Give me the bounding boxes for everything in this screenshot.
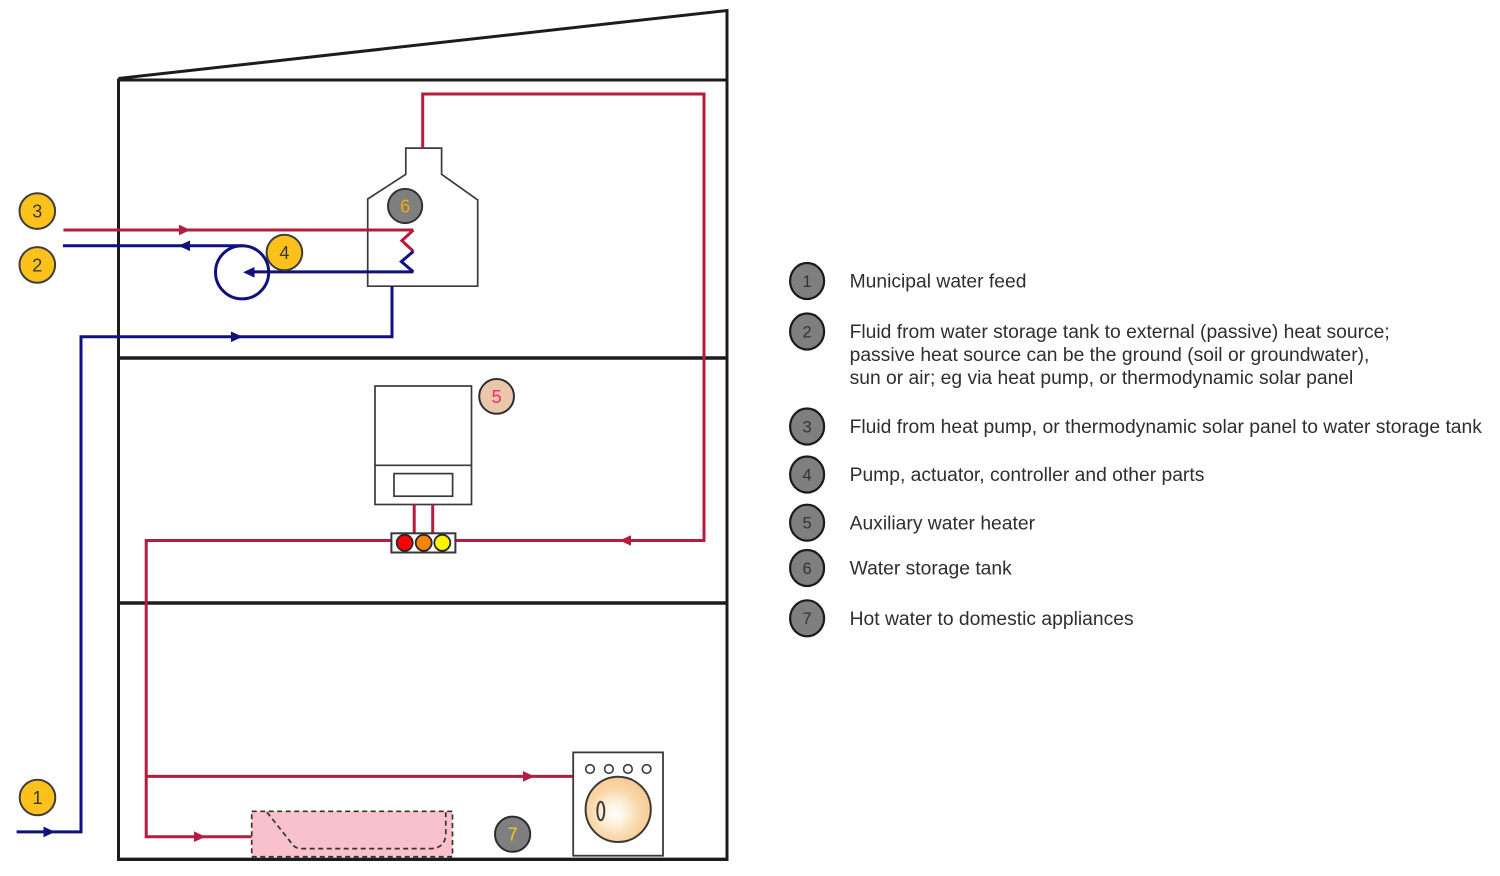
svg-text:passive heat source can be the: passive heat source can be the ground (s… — [850, 345, 1370, 366]
svg-text:sun or air; eg via heat pump,: sun or air; eg via heat pump, or thermod… — [850, 368, 1354, 389]
svg-text:Hot water to domestic applianc: Hot water to domestic appliances — [850, 609, 1134, 630]
svg-text:1: 1 — [32, 788, 42, 808]
svg-text:7: 7 — [803, 610, 812, 628]
svg-text:2: 2 — [32, 255, 42, 275]
svg-text:Fluid from water storage tank: Fluid from water storage tank to externa… — [850, 322, 1390, 343]
svg-text:6: 6 — [803, 560, 812, 578]
svg-text:7: 7 — [508, 825, 518, 845]
svg-text:3: 3 — [803, 418, 812, 436]
svg-text:1: 1 — [803, 273, 812, 291]
svg-text:4: 4 — [279, 243, 289, 263]
svg-text:3: 3 — [32, 202, 42, 222]
svg-text:Fluid from heat pump, or therm: Fluid from heat pump, or thermodynamic s… — [850, 417, 1483, 438]
svg-text:Municipal water feed: Municipal water feed — [850, 272, 1027, 293]
svg-text:4: 4 — [803, 466, 812, 484]
svg-text:5: 5 — [803, 515, 812, 533]
svg-text:6: 6 — [400, 196, 410, 216]
svg-text:Auxiliary water heater: Auxiliary water heater — [850, 513, 1036, 534]
svg-text:5: 5 — [492, 387, 502, 407]
svg-text:Pump, actuator, controller and: Pump, actuator, controller and other par… — [850, 465, 1205, 486]
svg-text:2: 2 — [803, 323, 812, 341]
svg-text:Water storage tank: Water storage tank — [850, 559, 1013, 580]
